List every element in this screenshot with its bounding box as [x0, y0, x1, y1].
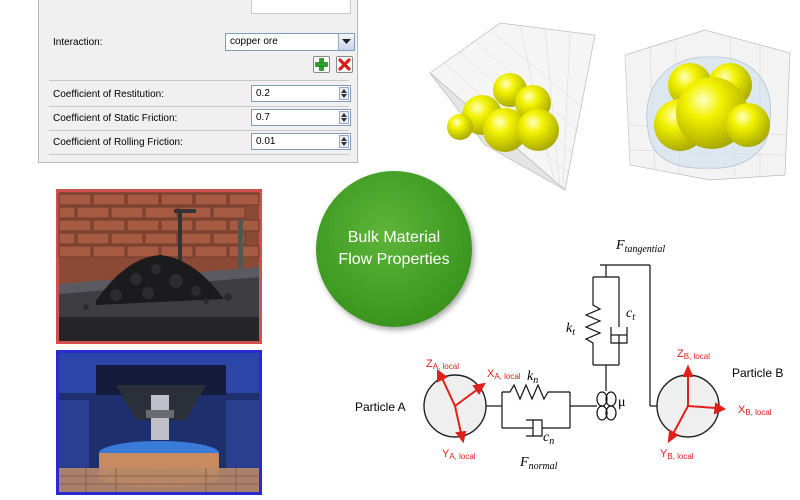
- xa-label: XA, local: [487, 368, 521, 381]
- restitution-input[interactable]: 0.2: [251, 85, 351, 102]
- zb-sub: B, local: [684, 352, 710, 361]
- yb-sub: B, local: [667, 452, 693, 461]
- f-tangential-sub: tangential: [625, 244, 666, 255]
- tangential-spring-damper: [584, 264, 657, 407]
- separator: [49, 106, 349, 107]
- separator: [49, 80, 349, 81]
- green-plus-icon: [315, 58, 328, 71]
- remove-interaction-button[interactable]: [336, 56, 353, 73]
- friction-element: [596, 391, 617, 421]
- spinner-arrows-icon[interactable]: [339, 111, 349, 124]
- ya-label: YA, local: [442, 448, 476, 461]
- circle-title-line2: Flow Properties: [338, 251, 450, 268]
- rolling-friction-input[interactable]: 0.01: [251, 133, 351, 150]
- za-sub: A, local: [433, 362, 459, 371]
- ya-sub: A, local: [449, 452, 475, 461]
- zb-label: ZB, local: [677, 348, 710, 361]
- separator: [49, 154, 349, 155]
- static-friction-input[interactable]: 0.7: [251, 109, 351, 126]
- zb-base: Z: [677, 348, 684, 360]
- separator: [49, 130, 349, 131]
- restitution-value: 0.2: [256, 88, 270, 99]
- kt-base: k: [566, 321, 573, 336]
- spinner-arrows-icon[interactable]: [339, 135, 349, 148]
- kn-sub: n: [533, 375, 538, 386]
- ct-label: ct: [626, 306, 635, 323]
- za-base: Z: [426, 358, 433, 370]
- restitution-label: Coefficient of Restitution:: [53, 89, 164, 100]
- xb-base: X: [738, 404, 746, 416]
- panel-top-field[interactable]: [251, 0, 351, 14]
- circle-title-line1: Bulk Material: [347, 229, 441, 246]
- xb-sub: B, local: [745, 408, 771, 417]
- cn-base: c: [543, 430, 550, 445]
- xa-sub: A, local: [494, 372, 520, 381]
- interaction-value: copper ore: [230, 36, 278, 47]
- contact-model-diagram: Particle A ZA, local XA, local YA, local…: [355, 238, 783, 472]
- particle-cluster-plot-2: [624, 29, 791, 181]
- interaction-dropdown[interactable]: copper ore: [225, 33, 355, 51]
- particle-b-axes: [667, 364, 727, 444]
- chevron-down-icon[interactable]: [338, 34, 354, 50]
- particle-cluster-plot-1: [429, 22, 596, 191]
- ore-pile-photo: [56, 189, 262, 344]
- bulk-material-flow-circle: Bulk Material Flow Properties: [316, 171, 472, 327]
- material-interaction-panel: Interaction: copper ore Coefficient of R…: [38, 0, 358, 163]
- mu-label: μ: [618, 395, 626, 410]
- cn-label: cn: [543, 430, 554, 447]
- interaction-label: Interaction:: [53, 37, 103, 48]
- yb-label: YB, local: [660, 448, 694, 461]
- rolling-friction-value: 0.01: [256, 136, 276, 147]
- rolling-friction-label: Coefficient of Rolling Friction:: [53, 137, 183, 148]
- f-tangential-base: F: [615, 238, 625, 253]
- yb-base: Y: [660, 448, 668, 460]
- za-label: ZA, local: [426, 358, 459, 371]
- kt-label: kt: [566, 321, 575, 338]
- normal-spring-damper: [486, 383, 597, 437]
- static-friction-value: 0.7: [256, 112, 270, 123]
- particle-a-label: Particle A: [355, 400, 406, 414]
- shear-tester-photo: [56, 350, 262, 495]
- spinner-arrows-icon[interactable]: [339, 87, 349, 100]
- kt-sub: t: [572, 327, 575, 338]
- f-normal-label: Fnormal: [519, 455, 558, 472]
- cn-sub: n: [549, 436, 554, 447]
- ya-base: Y: [442, 448, 450, 460]
- kn-label: kn: [527, 369, 538, 386]
- particle-a-axes: [437, 369, 486, 444]
- f-tangential-label: Ftangential: [615, 238, 665, 255]
- particle-b-label: Particle B: [732, 366, 783, 380]
- add-interaction-button[interactable]: [313, 56, 330, 73]
- xa-base: X: [487, 368, 495, 380]
- ct-base: c: [626, 306, 633, 321]
- kn-base: k: [527, 369, 534, 384]
- red-x-icon: [338, 58, 351, 71]
- f-normal-sub: normal: [529, 461, 558, 472]
- ct-sub: t: [632, 312, 635, 323]
- xb-label: XB, local: [738, 404, 772, 417]
- static-friction-label: Coefficient of Static Friction:: [53, 113, 178, 124]
- f-normal-base: F: [519, 455, 529, 470]
